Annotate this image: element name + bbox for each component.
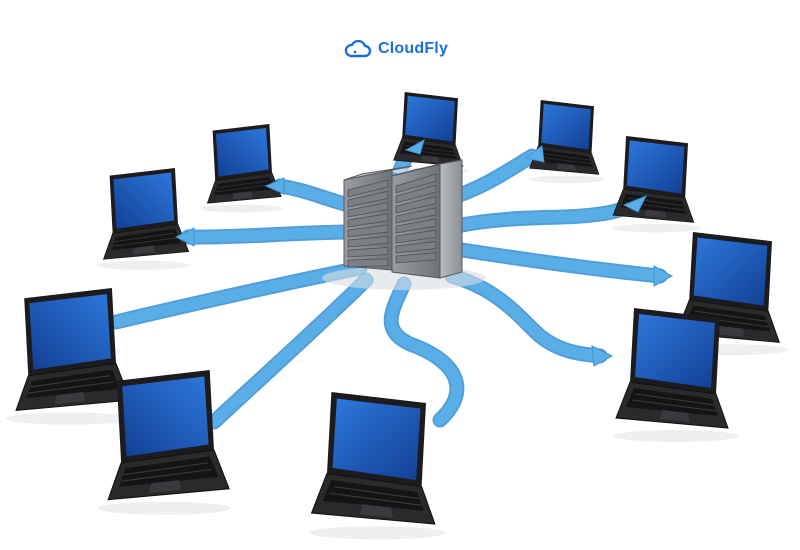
left-unit-drive-slot [347, 258, 389, 268]
brand-logo: CloudFly [344, 36, 448, 62]
client-layer [5, 92, 789, 540]
laptop-left-mid [95, 168, 191, 270]
arrowhead-top-left [404, 138, 425, 155]
arrowhead-left-mid [174, 227, 195, 247]
right-unit-drive-slot [395, 218, 437, 234]
left-unit-drive-slot [347, 235, 389, 248]
left-unit-drive-slot [347, 179, 389, 198]
flow-to-bottom [385, 278, 463, 426]
flow-to-right-upper [456, 244, 666, 282]
left-unit-drive-slot [347, 247, 389, 258]
laptop-bottom [309, 392, 446, 540]
laptop-right-lower [614, 308, 738, 442]
laptop-left-lower [5, 288, 133, 425]
flow-to-left-mid [182, 226, 358, 243]
left-unit-drive-slot [347, 190, 389, 208]
brand-name: CloudFly [378, 40, 449, 57]
arrowhead-right-lower [591, 345, 614, 367]
left-unit-drive-slot [347, 213, 389, 228]
flow-to-right-lower [446, 270, 606, 362]
flow-to-bottom-left [208, 274, 372, 428]
right-unit-drive-slot [395, 173, 437, 194]
cloud-icon [344, 39, 372, 59]
arrowhead-top-right [622, 195, 648, 213]
arrowheads [174, 138, 674, 367]
laptop-bottom-left [97, 370, 232, 515]
right-unit-drive-slot [395, 229, 437, 244]
left-unit-drive-slot [347, 202, 389, 218]
laptop-top [528, 100, 606, 184]
laptop-upper-left [200, 124, 283, 213]
arrowhead-right-upper [653, 265, 674, 287]
right-unit-drive-slot [395, 252, 437, 264]
right-unit-drive-slot [395, 207, 437, 224]
left-unit-drive-slot [347, 224, 389, 238]
right-unit-drive-slot [395, 184, 437, 204]
right-unit-drive-slot [395, 195, 437, 214]
laptop-top-right [611, 136, 701, 233]
server-rack [322, 159, 486, 290]
right-unit-drive-slot [395, 241, 437, 254]
arrowhead-top [524, 145, 545, 163]
arrowhead-left-upper [264, 177, 285, 195]
